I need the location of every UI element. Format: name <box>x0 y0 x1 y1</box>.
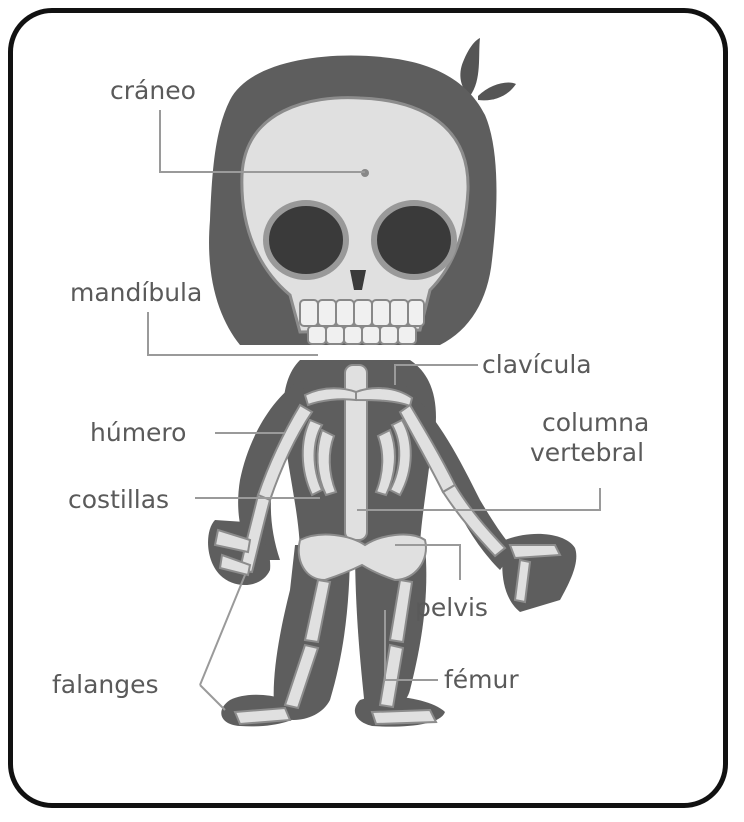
label-humero: húmero <box>90 420 186 445</box>
label-mandibula: mandíbula <box>70 280 202 305</box>
label-clavicula: clavícula <box>482 352 592 377</box>
label-columna-vertebral: columna vertebral <box>530 408 649 468</box>
teeth <box>300 300 424 344</box>
label-columna-line2: vertebral <box>530 438 649 468</box>
label-costillas: costillas <box>68 487 169 512</box>
label-craneo: cráneo <box>110 78 196 103</box>
label-falanges: falanges <box>52 672 159 697</box>
right-eye-socket <box>374 203 454 277</box>
sweat-drop-icon <box>460 38 516 100</box>
left-eye-socket <box>266 203 346 277</box>
label-pelvis: pelvis <box>415 595 488 620</box>
leader-falanges <box>200 575 245 710</box>
label-columna-line1: columna <box>530 408 649 438</box>
label-femur: fémur <box>444 667 519 692</box>
